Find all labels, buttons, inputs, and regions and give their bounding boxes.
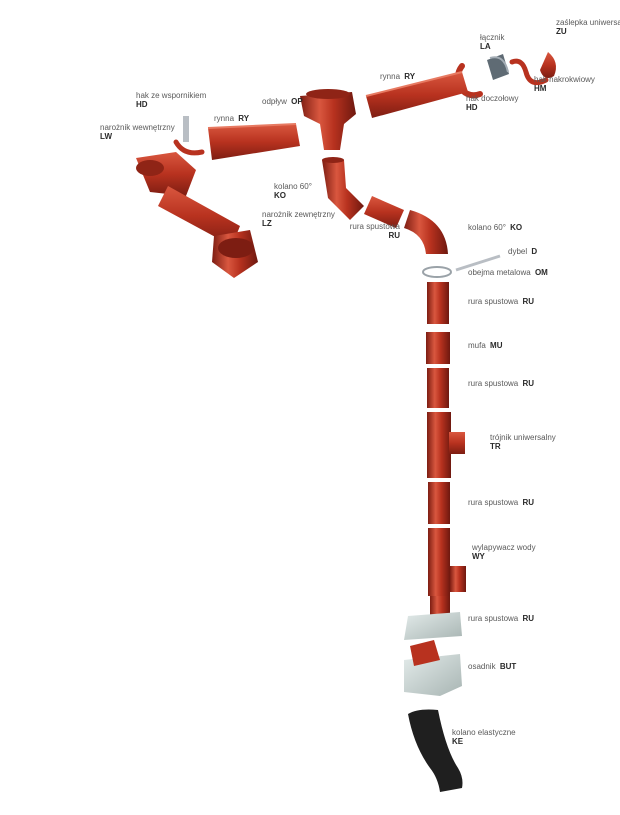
label-dowel: dybel D [508,247,537,256]
label-code: KO [274,191,286,200]
label-elbow-right: kolano 60° KO [468,223,522,232]
tee-branch [449,432,465,454]
downpipe-ru-2 [427,368,449,408]
label-code: LZ [262,219,272,228]
label-code: TR [490,442,501,451]
label-settling-tank: osadnik BUT [468,662,516,671]
label-code: BUT [499,662,517,671]
elastic-elbow-part [408,709,463,792]
label-name: narożnik zewnętrzny [262,210,335,219]
label-code: HD [136,100,148,109]
dowel-part [455,254,501,272]
connector-part [487,54,509,80]
label-name: rura spustowa [468,297,519,306]
end-cap-part [540,52,556,78]
label-name: mufa [468,341,486,350]
label-pipe-diagonal: rura spustowa RU [336,222,400,240]
label-code: ZU [556,27,567,36]
gutter-left-part [207,123,300,160]
label-code: RU [388,231,400,240]
label-name: hak ze wspornikiem [136,91,207,100]
inner-corner-part [136,152,196,196]
label-tee: trójnik uniwersalny TR [490,433,556,451]
outlet-part [300,89,356,150]
label-code: RU [522,614,535,623]
label-outlet: odpływ OP [262,97,303,106]
rain-collector-outlet [450,566,466,592]
label-code: RY [238,114,250,123]
label-rain-collector: wylapywacz wody WY [472,543,536,561]
vertical-downpipe [426,282,466,630]
label-metal-clamp: obejma metalowa OM [468,268,548,277]
outer-corner-part [158,186,258,278]
label-name: kolano 60° [468,223,506,232]
label-name: hak doczołowy [466,94,519,103]
label-code: OM [534,268,548,277]
label-rafter-hook: hak nakrokwiowy HM [534,75,595,93]
label-code: WY [472,552,485,561]
label-code: HD [466,103,478,112]
label-code: RU [522,379,535,388]
label-code: KE [452,737,464,746]
label-gutter-top: rynna RY [380,72,415,81]
elbow-right-part [404,210,448,254]
label-name: rynna [380,72,401,81]
rafter-hook-part [509,58,549,86]
label-elastic-elbow: kolano elastyczne KE [452,728,516,746]
label-name: rynna [214,114,235,123]
label-code: HM [534,84,547,93]
label-code: KO [510,223,523,232]
label-name: odpływ [262,97,287,106]
label-name: wylapywacz wody [472,543,536,552]
label-end-cap: zaślepka uniwersalna ZU [556,18,620,36]
label-name: rura spustowa [468,498,519,507]
label-name: narożnik wewnętrzny [100,123,175,132]
label-outer-corner: narożnik zewnętrzny LZ [262,210,335,228]
label-name: trójnik uniwersalny [490,433,556,442]
label-name: kolano elastyczne [452,728,516,737]
downpipe-ru-3 [428,482,450,524]
label-fascia-hook: hak doczołowy HD [466,94,518,112]
label-code: RU [522,297,535,306]
label-code: LW [100,132,112,141]
label-name: hak nakrokwiowy [534,75,595,84]
label-connector: łącznik LA [480,33,504,51]
label-code: OP [291,97,303,106]
bracket-hook-part [173,116,205,156]
label-name: dybel [508,247,528,256]
label-name: zaślepka uniwersalna [556,18,620,27]
tee-tr [427,412,451,478]
label-name: łącznik [480,33,505,42]
label-name: kolano 60° [274,182,312,191]
label-code: RU [522,498,535,507]
label-socket: mufa MU [468,341,502,350]
label-inner-corner: narożnik wewnętrzny LW [100,123,175,141]
label-name: rura spustowa [349,222,400,231]
label-elbow-left: kolano 60° KO [274,182,312,200]
label-code: MU [490,341,503,350]
label-name: rura spustowa [468,614,519,623]
socket-mu [426,332,450,364]
label-code: D [531,247,538,256]
label-downpipe-1: rura spustowa RU [468,297,534,306]
settling-tank-part [404,612,462,696]
label-downpipe-3: rura spustowa RU [468,498,534,507]
label-gutter-left: rynna RY [214,114,249,123]
label-code: RY [404,72,416,81]
label-downpipe-2: rura spustowa RU [468,379,534,388]
label-downpipe-4: rura spustowa RU [468,614,534,623]
label-code: LA [480,42,491,51]
pipe-diagonal-part [364,196,404,228]
metal-clamp-part [422,266,452,278]
label-name: osadnik [468,662,496,671]
label-name: rura spustowa [468,379,519,388]
rain-collector-wy [428,528,450,596]
gutter-top-part [365,71,468,118]
elbow-left-part [322,157,364,220]
label-name: obejma metalowa [468,268,531,277]
label-bracket-hook: hak ze wspornikiem HD [136,91,206,109]
downpipe-ru-1 [427,282,449,324]
